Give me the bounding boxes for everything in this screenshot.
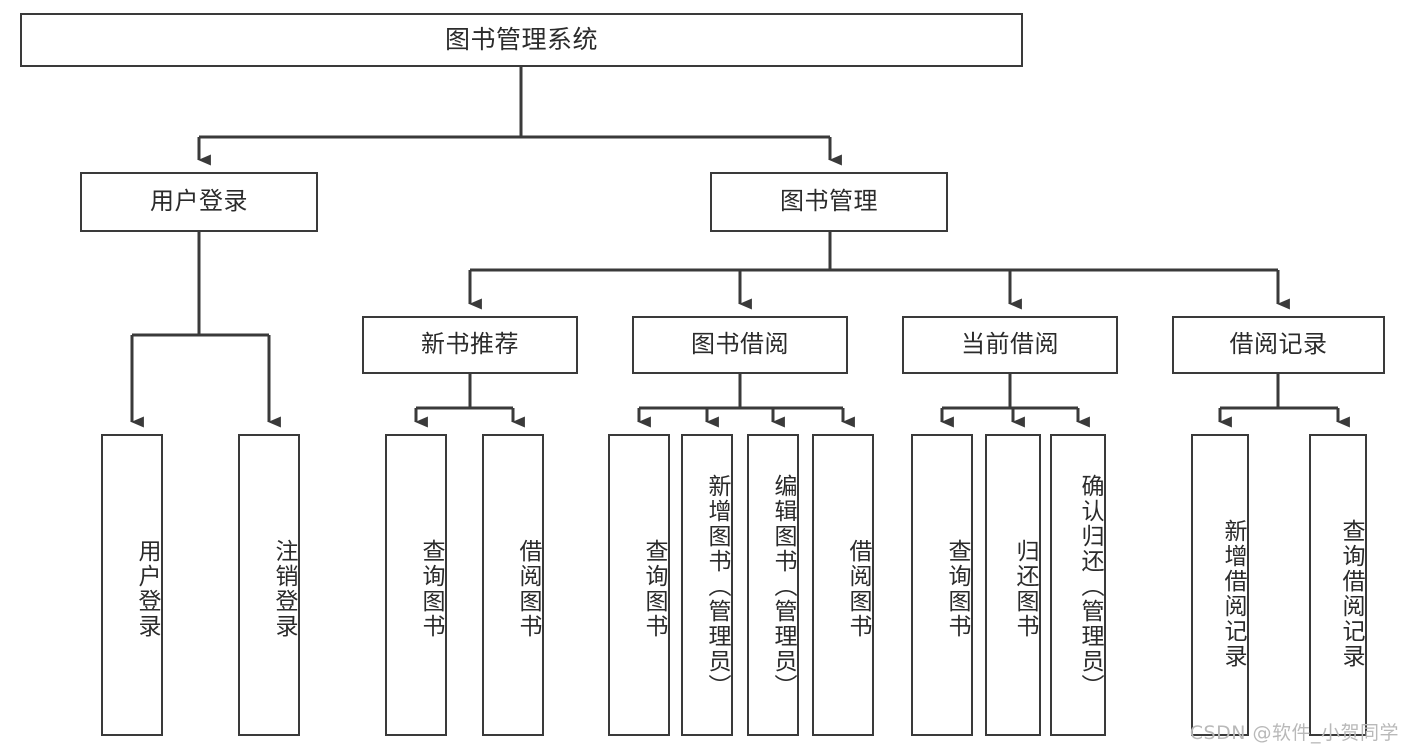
node-leaf-add-record[interactable]: 新增借阅记录 xyxy=(1191,434,1249,736)
node-leaf-user-login[interactable]: 用户登录 xyxy=(101,434,163,736)
node-borrow-record-label: 借阅记录 xyxy=(1229,330,1328,359)
node-leaf-logout[interactable]: 注销登录 xyxy=(238,434,300,736)
node-leaf-query-book-rec-label: 查询图书 xyxy=(418,539,444,639)
node-borrow-record[interactable]: 借阅记录 xyxy=(1172,316,1385,374)
node-user-login-label: 用户登录 xyxy=(150,187,248,216)
node-root-label: 图书管理系统 xyxy=(444,24,598,54)
node-leaf-edit-book[interactable]: 编辑图书（管理员） xyxy=(747,434,799,736)
node-current-borrow-label: 当前借阅 xyxy=(961,330,1059,359)
node-new-book-rec-label: 新书推荐 xyxy=(421,330,519,359)
node-leaf-query-book-borrow-label: 查询图书 xyxy=(641,539,667,639)
node-leaf-confirm-return[interactable]: 确认归还（管理员） xyxy=(1050,434,1106,736)
node-leaf-borrow-book-label: 借阅图书 xyxy=(845,539,871,639)
node-user-login[interactable]: 用户登录 xyxy=(80,172,318,232)
node-leaf-query-book-current-label: 查询图书 xyxy=(944,539,970,639)
node-leaf-query-record-label: 查询借阅记录 xyxy=(1338,519,1364,669)
node-leaf-return-book[interactable]: 归还图书 xyxy=(985,434,1041,736)
node-book-manage[interactable]: 图书管理 xyxy=(710,172,948,232)
node-leaf-query-record[interactable]: 查询借阅记录 xyxy=(1309,434,1367,736)
node-leaf-confirm-return-label: 确认归还（管理员） xyxy=(1077,474,1103,699)
node-book-borrow[interactable]: 图书借阅 xyxy=(632,316,848,374)
node-leaf-query-book-rec[interactable]: 查询图书 xyxy=(385,434,447,736)
node-leaf-add-book-label: 新增图书（管理员） xyxy=(704,474,730,699)
node-leaf-add-book[interactable]: 新增图书（管理员） xyxy=(681,434,733,736)
node-leaf-query-book-borrow[interactable]: 查询图书 xyxy=(608,434,670,736)
node-root[interactable]: 图书管理系统 xyxy=(20,13,1023,67)
node-leaf-edit-book-label: 编辑图书（管理员） xyxy=(770,474,796,699)
csdn-watermark: CSDN @软件_小贺同学 xyxy=(1189,722,1399,744)
node-leaf-user-login-label: 用户登录 xyxy=(134,539,160,639)
node-new-book-rec[interactable]: 新书推荐 xyxy=(362,316,578,374)
node-book-manage-label: 图书管理 xyxy=(780,187,878,216)
node-current-borrow[interactable]: 当前借阅 xyxy=(902,316,1118,374)
node-leaf-return-book-label: 归还图书 xyxy=(1012,539,1038,639)
node-leaf-query-book-current[interactable]: 查询图书 xyxy=(911,434,973,736)
node-leaf-borrow-book-rec-label: 借阅图书 xyxy=(515,539,541,639)
node-leaf-logout-label: 注销登录 xyxy=(271,539,297,639)
node-book-borrow-label: 图书借阅 xyxy=(691,330,789,359)
node-leaf-add-record-label: 新增借阅记录 xyxy=(1220,519,1246,669)
node-leaf-borrow-book[interactable]: 借阅图书 xyxy=(812,434,874,736)
node-leaf-borrow-book-rec[interactable]: 借阅图书 xyxy=(482,434,544,736)
